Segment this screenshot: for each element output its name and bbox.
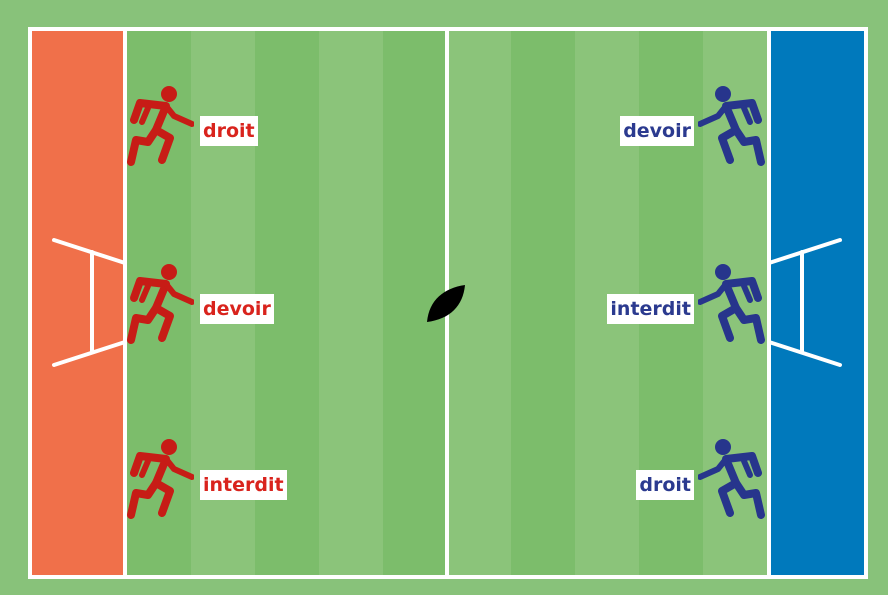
blue-player-1[interactable]	[698, 84, 766, 166]
blue-player-3[interactable]	[698, 437, 766, 519]
red-player-3-label: interdit	[200, 470, 287, 500]
red-player-2[interactable]	[126, 262, 194, 344]
red-player-3[interactable]	[126, 437, 194, 519]
red-player-2-label: devoir	[200, 294, 274, 324]
red-player-1-label: droit	[200, 116, 258, 146]
blue-player-2-label: interdit	[607, 294, 694, 324]
red-endzone	[31, 30, 125, 576]
red-goal-post	[52, 238, 127, 367]
blue-player-1-label: devoir	[620, 116, 694, 146]
rugby-ball-icon[interactable]	[424, 282, 468, 326]
red-player-1[interactable]	[126, 84, 194, 166]
blue-player-2[interactable]	[698, 262, 766, 344]
blue-goal-post	[767, 238, 842, 367]
blue-endzone	[771, 30, 865, 576]
blue-player-3-label: droit	[636, 470, 694, 500]
